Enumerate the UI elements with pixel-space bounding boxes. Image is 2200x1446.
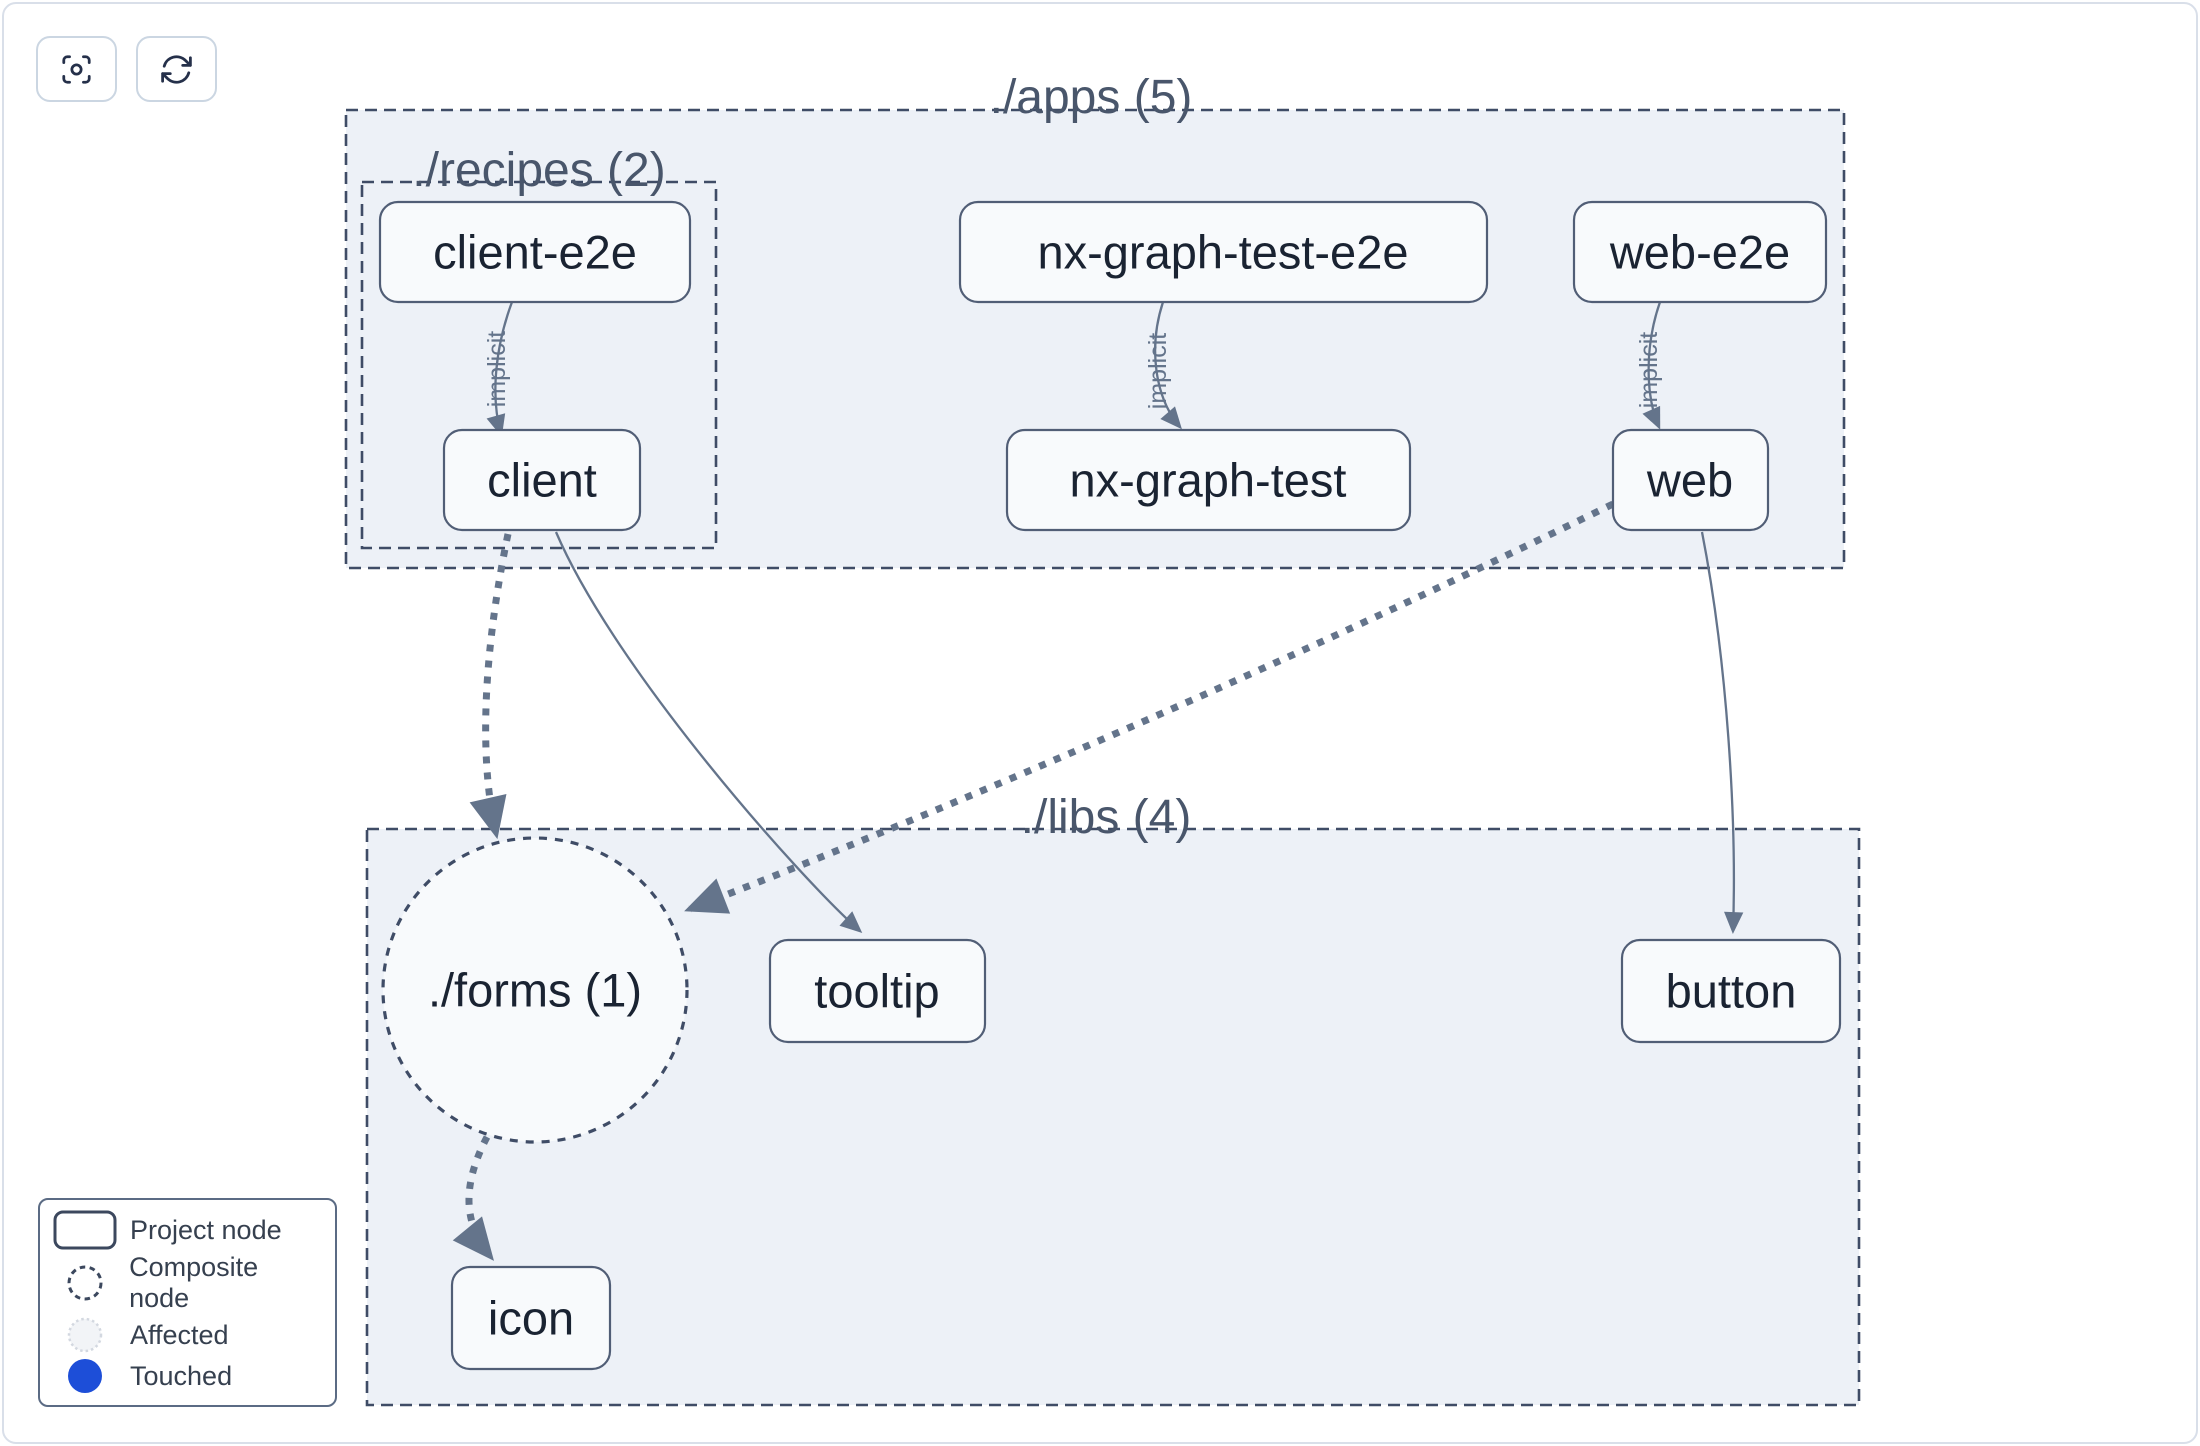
node-icon-label: icon xyxy=(488,1291,574,1344)
node-web-e2e-label: web-e2e xyxy=(1609,225,1790,278)
edge-web-button xyxy=(1700,531,1744,934)
node-button[interactable]: button xyxy=(1620,938,1842,1044)
legend-label: Composite node xyxy=(129,1252,259,1313)
node-nx-graph-test-label: nx-graph-test xyxy=(1070,453,1347,506)
edge-web-forms xyxy=(684,500,1615,914)
refresh-button[interactable] xyxy=(136,36,217,102)
container-recipes: ./recipes (2) xyxy=(360,144,718,550)
focus-button[interactable] xyxy=(36,36,117,102)
legend-row-affected: Affected xyxy=(52,1315,323,1355)
node-web-e2e[interactable]: web-e2e xyxy=(1572,200,1828,304)
node-client-e2e-label: client-e2e xyxy=(433,225,637,278)
node-web-label: web xyxy=(1646,453,1733,506)
legend-row-touched: Touched xyxy=(52,1356,323,1396)
legend-row-composite-node: Composite node xyxy=(52,1252,323,1314)
container-recipes-label: ./recipes (2) xyxy=(412,144,665,197)
node-client-e2e[interactable]: client-e2e xyxy=(378,200,692,304)
touched-icon xyxy=(52,1356,118,1396)
edge-forms-icon xyxy=(452,1135,494,1261)
node-tooltip-label: tooltip xyxy=(814,964,939,1017)
edge-client-e2e-client xyxy=(486,301,514,437)
node-tooltip[interactable]: tooltip xyxy=(768,938,987,1044)
project-nodes: client-e2e nx-graph-test-e2e web-e2e cli… xyxy=(378,200,1842,1371)
composite-node-icon xyxy=(52,1263,117,1303)
legend-label: Project node xyxy=(130,1214,282,1245)
node-web[interactable]: web xyxy=(1611,428,1770,532)
graph-toolbar xyxy=(36,36,217,102)
edge-label-implicit: implicit xyxy=(1635,332,1663,408)
edge-nx-graph-test-e2e-nx-graph-test xyxy=(1154,301,1182,430)
container-libs-label: ./libs (4) xyxy=(1021,791,1192,844)
legend-label: Touched xyxy=(130,1360,233,1391)
edge-label-implicit: implicit xyxy=(1144,333,1172,409)
legend-label: Affected xyxy=(130,1319,229,1350)
composite-node-forms[interactable]: ./forms (1) xyxy=(381,836,689,1144)
edge-label-implicit: implicit xyxy=(483,331,511,407)
node-client-label: client xyxy=(487,453,597,506)
affected-icon xyxy=(52,1315,118,1355)
legend-row-project-node: Project node xyxy=(52,1209,323,1251)
edge-client-tooltip xyxy=(554,531,863,933)
node-icon[interactable]: icon xyxy=(450,1265,612,1371)
node-nx-graph-test[interactable]: nx-graph-test xyxy=(1005,428,1412,532)
project-node-icon xyxy=(52,1209,118,1251)
node-nx-graph-test-e2e[interactable]: nx-graph-test-e2e xyxy=(958,200,1489,304)
node-client[interactable]: client xyxy=(442,428,642,532)
node-button-label: button xyxy=(1666,964,1797,1017)
node-nx-graph-test-e2e-label: nx-graph-test-e2e xyxy=(1038,225,1409,278)
container-apps-label: ./apps (5) xyxy=(990,71,1193,124)
edge-web-e2e-web xyxy=(1642,301,1662,430)
viewfinder-icon xyxy=(62,54,91,84)
legend: Project node Composite node Affected xyxy=(38,1198,337,1407)
edges xyxy=(452,301,1744,1261)
refresh-icon xyxy=(161,54,192,84)
edge-client-forms xyxy=(469,533,512,840)
composite-node-forms-label: ./forms (1) xyxy=(428,963,642,1016)
